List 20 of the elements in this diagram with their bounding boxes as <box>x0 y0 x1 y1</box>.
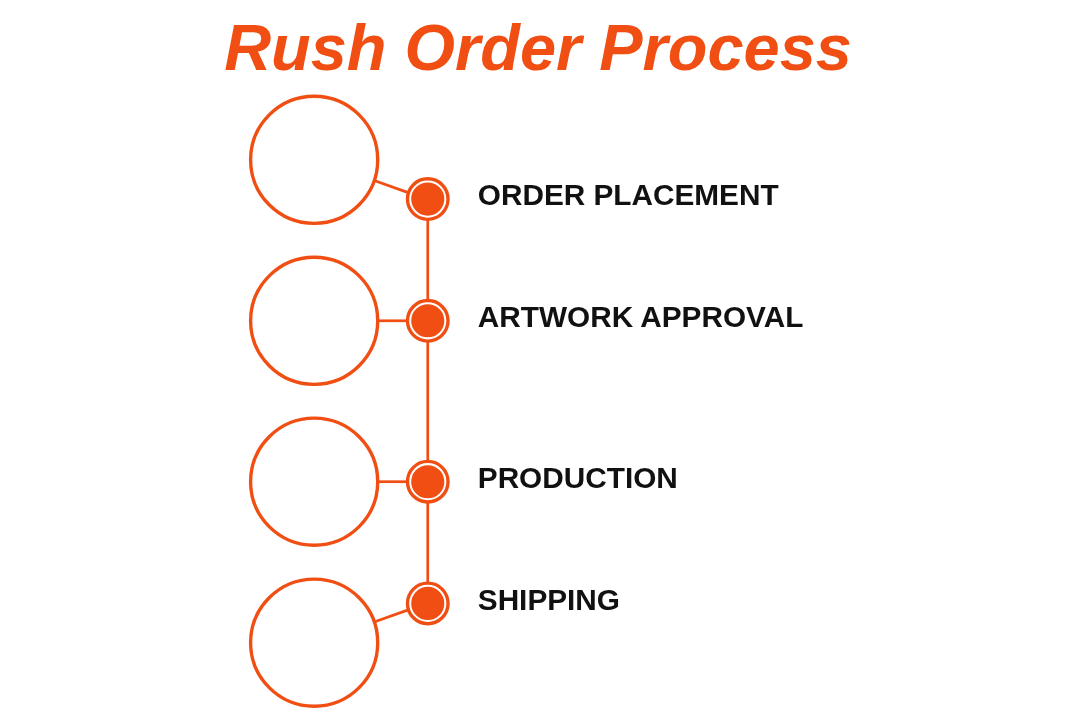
connector <box>374 608 409 623</box>
node-circle <box>248 416 380 547</box>
node-label: PRODUCTION <box>477 460 678 494</box>
connector <box>426 502 430 583</box>
node-circle <box>405 298 450 343</box>
connector <box>426 219 430 301</box>
node-circle <box>405 459 450 504</box>
diagram-title: Rush Order Process <box>224 10 852 84</box>
node-circle <box>405 177 450 222</box>
node-label: ORDER PLACEMENT <box>477 178 779 212</box>
connector <box>378 319 408 323</box>
connector <box>378 480 408 484</box>
connector <box>426 341 430 461</box>
node-circle <box>248 577 380 708</box>
node-label: SHIPPING <box>477 582 620 616</box>
node-circle <box>405 581 450 626</box>
node-circle <box>248 94 380 226</box>
connector <box>374 179 409 194</box>
node-circle <box>248 255 380 387</box>
node-label: ARTWORK APPROVAL <box>477 300 804 333</box>
